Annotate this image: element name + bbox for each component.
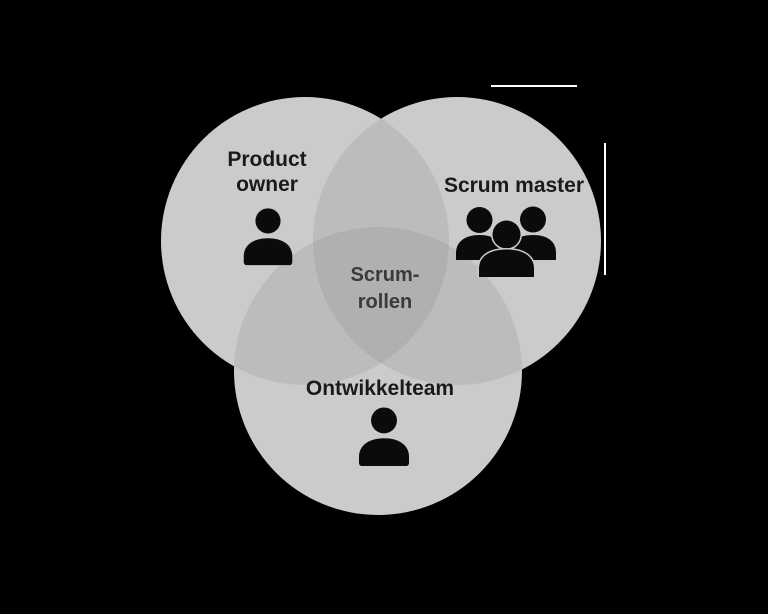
- artifact-line-vertical: [604, 143, 606, 275]
- scrum-rollen-center-label: Scrum- rollen: [335, 262, 435, 316]
- ontwikkelteam-label: Ontwikkelteam: [305, 377, 455, 400]
- artifact-line-horizontal: [491, 85, 577, 87]
- person-icon: [358, 407, 410, 466]
- scrum-master-label: Scrum master: [443, 174, 585, 197]
- product-owner-label-line2: owner: [236, 173, 298, 196]
- scrum-rollen-label-line2: rollen: [357, 291, 413, 313]
- person-icon: [243, 208, 293, 266]
- scrum-rollen-label-line1: Scrum-: [350, 264, 420, 286]
- people-group-icon: [456, 206, 556, 277]
- product-owner-label: Product owner: [187, 147, 347, 197]
- product-owner-label-line1: Product: [227, 148, 307, 171]
